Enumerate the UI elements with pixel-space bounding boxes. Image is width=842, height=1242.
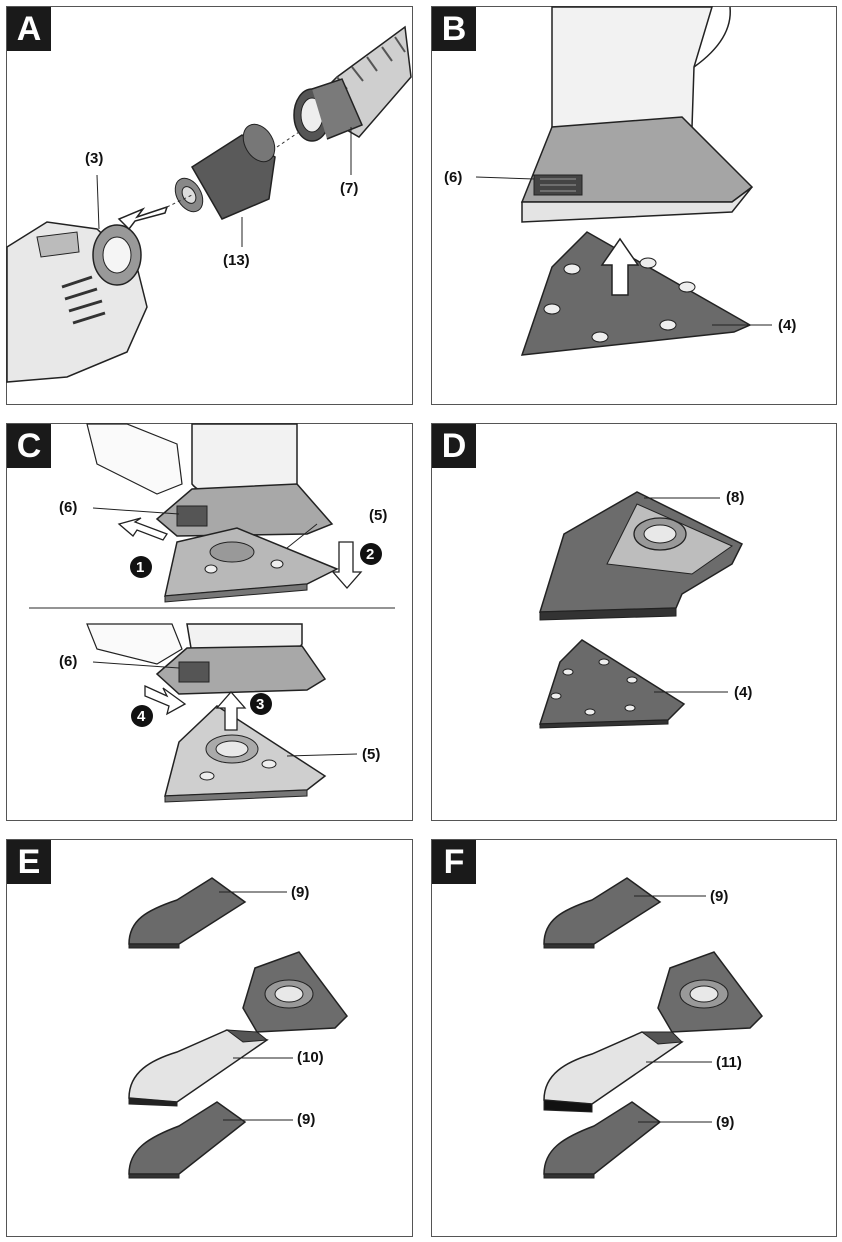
finger-plate-10 — [128, 951, 348, 1107]
step-number-3: 3 — [256, 696, 264, 713]
panel-letter-d: D — [432, 424, 476, 468]
adapter-13 — [174, 123, 276, 220]
panel-b: B (6) (4) — [431, 6, 837, 405]
sanding-sheet-attach-illustration: (6) (4) — [444, 6, 796, 356]
label-5-top: (5) — [369, 507, 387, 524]
hose-connector — [293, 78, 363, 142]
sanding-plate-8 — [538, 491, 744, 621]
label-13: (13) — [223, 252, 250, 269]
panel-letter-f: F — [432, 840, 476, 884]
label-6: (6) — [444, 169, 462, 186]
label-9-bottom: (9) — [716, 1114, 734, 1131]
sanding-sheet-4 — [538, 639, 686, 729]
finger-attachment-illustration: (9) (11) (9) — [543, 877, 763, 1179]
step-number-1: 1 — [136, 559, 144, 576]
plate-change-illustration: 1 2 (6) (5) 3 4 — [29, 423, 395, 803]
panel-letter-e: E — [7, 840, 51, 884]
label-4: (4) — [778, 317, 796, 334]
step-badge-2 — [360, 543, 382, 565]
arrow-1 — [117, 517, 168, 541]
label-5-bottom: (5) — [362, 746, 380, 763]
panel-e: E (9) (10) (9) — [6, 839, 413, 1237]
label-4: (4) — [734, 684, 752, 701]
sander-body — [6, 221, 148, 383]
label-3: (3) — [85, 150, 103, 167]
finger-sheet-9-bottom — [128, 1101, 247, 1179]
panel-letter-b: B — [432, 7, 476, 51]
label-8: (8) — [726, 489, 744, 506]
dust-extraction-illustration: (3) (13) (7) — [6, 25, 412, 383]
finger-attachment-illustration: (9) (10) (9) — [128, 877, 348, 1179]
finger-sheet-9-top — [128, 877, 247, 949]
up-arrow — [600, 237, 640, 296]
label-9-top: (9) — [710, 888, 728, 905]
finger-sheet-9-top — [543, 877, 662, 949]
panel-letter-c: C — [7, 424, 51, 468]
label-11: (11) — [716, 1054, 742, 1071]
step-badge-4 — [131, 705, 153, 727]
step-badge-1 — [130, 556, 152, 578]
sanding-plate-5-bottom — [164, 705, 327, 803]
plate-and-sheet-illustration: (8) (4) — [538, 489, 752, 729]
label-10: (10) — [297, 1049, 324, 1066]
arrow-2 — [331, 541, 363, 589]
arrow-3 — [215, 691, 247, 731]
label-6-top: (6) — [59, 499, 77, 516]
panel-c: C 1 2 (6) (5) — [6, 423, 413, 821]
finger-sheet-9-bottom — [543, 1101, 662, 1179]
step-number-4: 4 — [137, 708, 146, 725]
sanding-plate — [520, 116, 754, 223]
step-number-2: 2 — [366, 546, 374, 563]
pull-arrow — [117, 205, 169, 231]
sanding-plate-5-top — [164, 527, 339, 603]
arrow-4 — [144, 684, 187, 716]
label-9-bottom: (9) — [297, 1111, 315, 1128]
label-7: (7) — [340, 180, 358, 197]
finger-plate-11 — [543, 951, 763, 1113]
label-9-top: (9) — [291, 884, 309, 901]
panel-a: A — [6, 6, 413, 405]
sander-body-bottom — [86, 623, 327, 695]
panel-d: D (8) (4) — [431, 423, 837, 821]
sanding-sheet-4 — [520, 231, 752, 356]
panel-f: F (9) (11) (9) — [431, 839, 837, 1237]
panel-letter-a: A — [7, 7, 51, 51]
sander-body-top — [86, 423, 334, 537]
label-6-bottom: (6) — [59, 653, 77, 670]
step-badge-3 — [250, 693, 272, 715]
